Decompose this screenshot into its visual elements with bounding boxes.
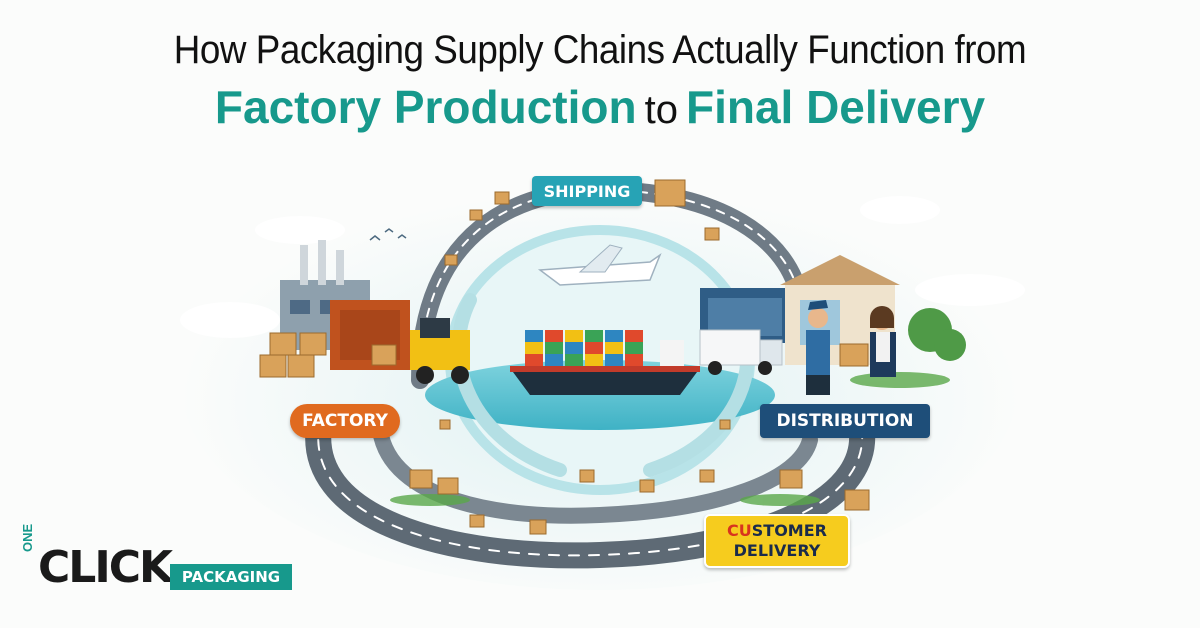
clouds [180,196,1025,338]
birds [369,228,407,241]
handover-box [839,343,869,367]
cargo-ship [510,330,700,395]
scattered-boxes [409,179,870,535]
factory-boxes [259,332,397,378]
customer-label-cu: CU [727,521,752,540]
airplane [537,244,662,286]
trees [908,308,966,361]
delivery-person [806,300,830,395]
logo-packaging-badge: PACKAGING [170,564,292,590]
headline-connector: to [644,88,678,132]
headline-highlight-final-delivery: Final Delivery [685,81,986,133]
customer-person [870,306,896,377]
headline-highlight-factory-production: Factory Production [214,81,637,133]
delivery-truck [699,329,783,375]
stage-label-distribution: DISTRIBUTION [760,404,930,438]
logo-click-text: CLICK [38,542,173,593]
shipping-container [330,300,410,370]
customer-label-rest: STOMER [751,521,827,540]
stage-label-shipping: SHIPPING [532,176,642,206]
customer-label-line-2: DELIVERY [733,541,821,560]
forklift [410,318,470,384]
stage-label-factory: FACTORY [290,404,400,438]
logo-one-text: ONE [20,523,35,552]
headline-line-1: How Packaging Supply Chains Actually Fun… [173,28,1027,72]
